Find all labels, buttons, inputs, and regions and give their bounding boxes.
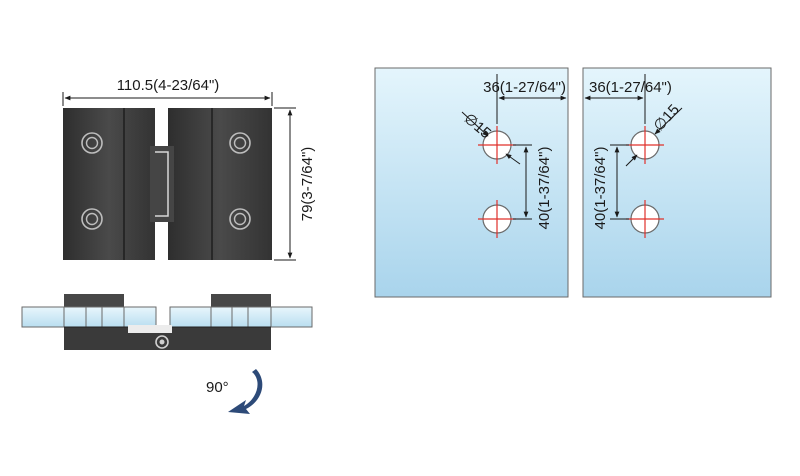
screw-icon (81, 208, 103, 230)
glass-right-spacing-label: 40(1-37/64") (592, 147, 609, 230)
pivot-pin-icon (128, 325, 172, 349)
glass-panel-left (21, 306, 157, 328)
glass-right-width-label: 36(1-27/64") (589, 79, 672, 96)
glass-drilling-left: 36(1-27/64") ∅15 40(1-37/64") (374, 67, 569, 298)
hinge-top-view (21, 294, 313, 350)
screw-icon (229, 208, 251, 230)
screw-icon (229, 132, 251, 154)
drill-hole-icon (478, 200, 516, 238)
glass-sheet-left (374, 67, 569, 298)
hinge-width-label: 110.5(4-23/64") (117, 77, 220, 94)
hinge-left-leaf (63, 108, 155, 260)
hinge-height-dimension: 79(3-7/64") (274, 107, 316, 261)
rotation-angle-label: 90° (206, 379, 229, 396)
clamp-plate-top-right (211, 294, 271, 307)
glass-left-width-label: 36(1-27/64") (483, 79, 566, 96)
glass-left-spacing-label: 40(1-37/64") (536, 147, 553, 230)
hinge-width-dimension: 110.5(4-23/64") (62, 77, 273, 106)
rotation-arrow-icon (228, 369, 263, 414)
glass-sheet-right (582, 67, 772, 298)
hinge-height-label: 79(3-7/64") (299, 147, 316, 222)
glass-drilling-right: 36(1-27/64") ∅15 40(1-37/64") (582, 67, 772, 298)
hinge-right-leaf (168, 108, 272, 260)
rotation-indicator: 90° (206, 369, 263, 414)
drill-hole-icon (626, 200, 664, 238)
glass-panel-right (169, 306, 313, 328)
screw-icon (81, 132, 103, 154)
hinge-knuckle (150, 146, 174, 222)
hinge-front-view: 110.5(4-23/64") 79(3-7/64") (62, 77, 316, 261)
drill-hole-icon (478, 126, 516, 164)
clamp-plate-top-left (64, 294, 124, 307)
drill-hole-icon (626, 126, 664, 164)
